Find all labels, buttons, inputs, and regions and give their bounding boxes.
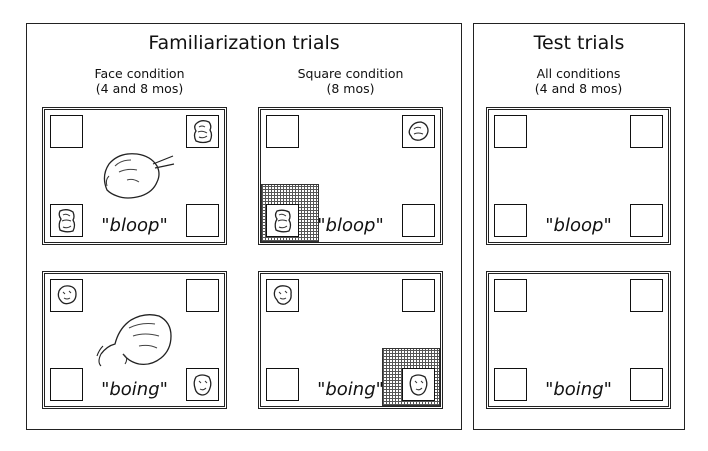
- corner-box-toy: [402, 368, 435, 401]
- familiarization-title: Familiarization trials: [148, 32, 340, 54]
- familiarization-panel: Familiarization trials Face condition (4…: [26, 23, 462, 430]
- corner-box-toy: [186, 368, 219, 401]
- corner-box-toy: [50, 279, 83, 312]
- all-conditions-ages: (4 and 8 mos): [534, 81, 623, 96]
- square-condition-ages: (8 mos): [326, 81, 375, 96]
- face-boing-screen: "boing": [42, 271, 227, 409]
- face-condition-header: Face condition (4 and 8 mos): [47, 66, 232, 96]
- all-conditions-header: All conditions (4 and 8 mos): [486, 66, 671, 96]
- square-condition-header: Square condition (8 mos): [258, 66, 443, 96]
- corner-box-empty: [50, 115, 83, 148]
- toy-object-icon: [274, 209, 292, 233]
- toy-object-icon: [193, 120, 213, 144]
- corner-box-empty: [186, 204, 219, 237]
- word-boing: "boing": [317, 379, 384, 400]
- face-sketch-icon: [103, 153, 175, 199]
- square-boing-screen: "boing": [258, 271, 443, 409]
- corner-box-empty: [630, 115, 663, 148]
- all-conditions-label: All conditions: [536, 66, 621, 81]
- corner-box-toy: [186, 115, 219, 148]
- word-bloop: "bloop": [545, 215, 612, 236]
- toy-object-icon: [408, 121, 429, 141]
- corner-box-empty: [630, 204, 663, 237]
- corner-box-toy: [50, 204, 83, 237]
- corner-box-toy: [266, 279, 299, 312]
- face-bloop-screen: "bloop": [42, 107, 227, 245]
- toy-object-icon: [57, 285, 77, 305]
- corner-box-empty: [494, 204, 527, 237]
- test-boing-screen: "boing": [486, 271, 671, 409]
- corner-box-empty: [266, 368, 299, 401]
- word-bloop: "bloop": [317, 215, 384, 236]
- corner-box-empty: [494, 368, 527, 401]
- toy-object-icon: [273, 285, 292, 305]
- corner-box-toy: [402, 115, 435, 148]
- square-bloop-screen: "bloop": [258, 107, 443, 245]
- corner-box-empty: [630, 279, 663, 312]
- word-boing: "boing": [101, 379, 168, 400]
- toy-object-icon: [409, 374, 428, 396]
- corner-box-empty: [50, 368, 83, 401]
- test-panel: Test trials All conditions (4 and 8 mos)…: [473, 23, 685, 430]
- corner-box-empty: [402, 279, 435, 312]
- face-sketch-icon: [96, 314, 172, 367]
- toy-object-icon: [193, 374, 212, 396]
- corner-box-empty: [494, 279, 527, 312]
- corner-box-empty: [186, 279, 219, 312]
- square-condition-label: Square condition: [297, 66, 404, 81]
- corner-box-toy: [266, 204, 299, 237]
- corner-box-empty: [630, 368, 663, 401]
- face-condition-ages: (4 and 8 mos): [95, 81, 184, 96]
- corner-box-empty: [494, 115, 527, 148]
- word-boing: "boing": [545, 379, 612, 400]
- corner-box-empty: [402, 204, 435, 237]
- toy-object-icon: [58, 209, 76, 233]
- corner-box-empty: [266, 115, 299, 148]
- test-bloop-screen: "bloop": [486, 107, 671, 245]
- test-title: Test trials: [533, 32, 625, 54]
- word-bloop: "bloop": [101, 215, 168, 236]
- face-condition-label: Face condition: [94, 66, 185, 81]
